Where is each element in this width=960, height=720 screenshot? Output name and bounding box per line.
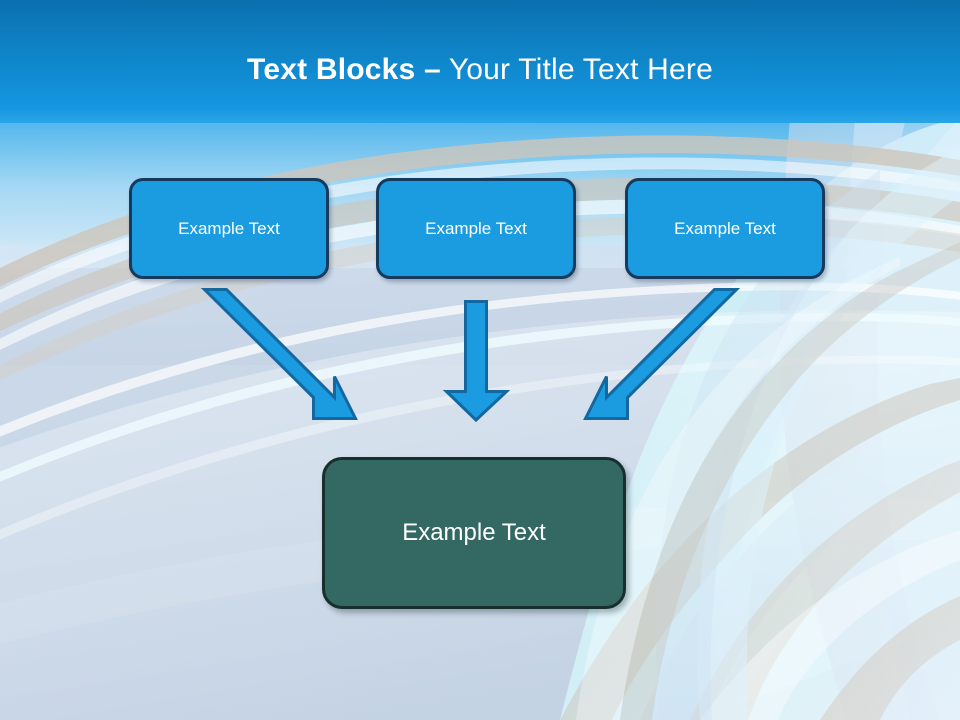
text-block-2[interactable]: Example Text bbox=[376, 178, 576, 279]
text-block-2-label: Example Text bbox=[425, 218, 527, 238]
text-block-1-label: Example Text bbox=[178, 218, 280, 238]
text-block-3[interactable]: Example Text bbox=[625, 178, 825, 279]
arrow-right-diagonal-icon bbox=[583, 288, 741, 420]
arrow-middle-vertical-icon bbox=[442, 300, 511, 423]
text-block-result-label: Example Text bbox=[402, 519, 546, 546]
arrow-left-diagonal-icon bbox=[200, 288, 358, 420]
text-block-result[interactable]: Example Text bbox=[322, 457, 626, 609]
text-block-1[interactable]: Example Text bbox=[129, 178, 329, 279]
text-block-3-label: Example Text bbox=[674, 218, 776, 238]
